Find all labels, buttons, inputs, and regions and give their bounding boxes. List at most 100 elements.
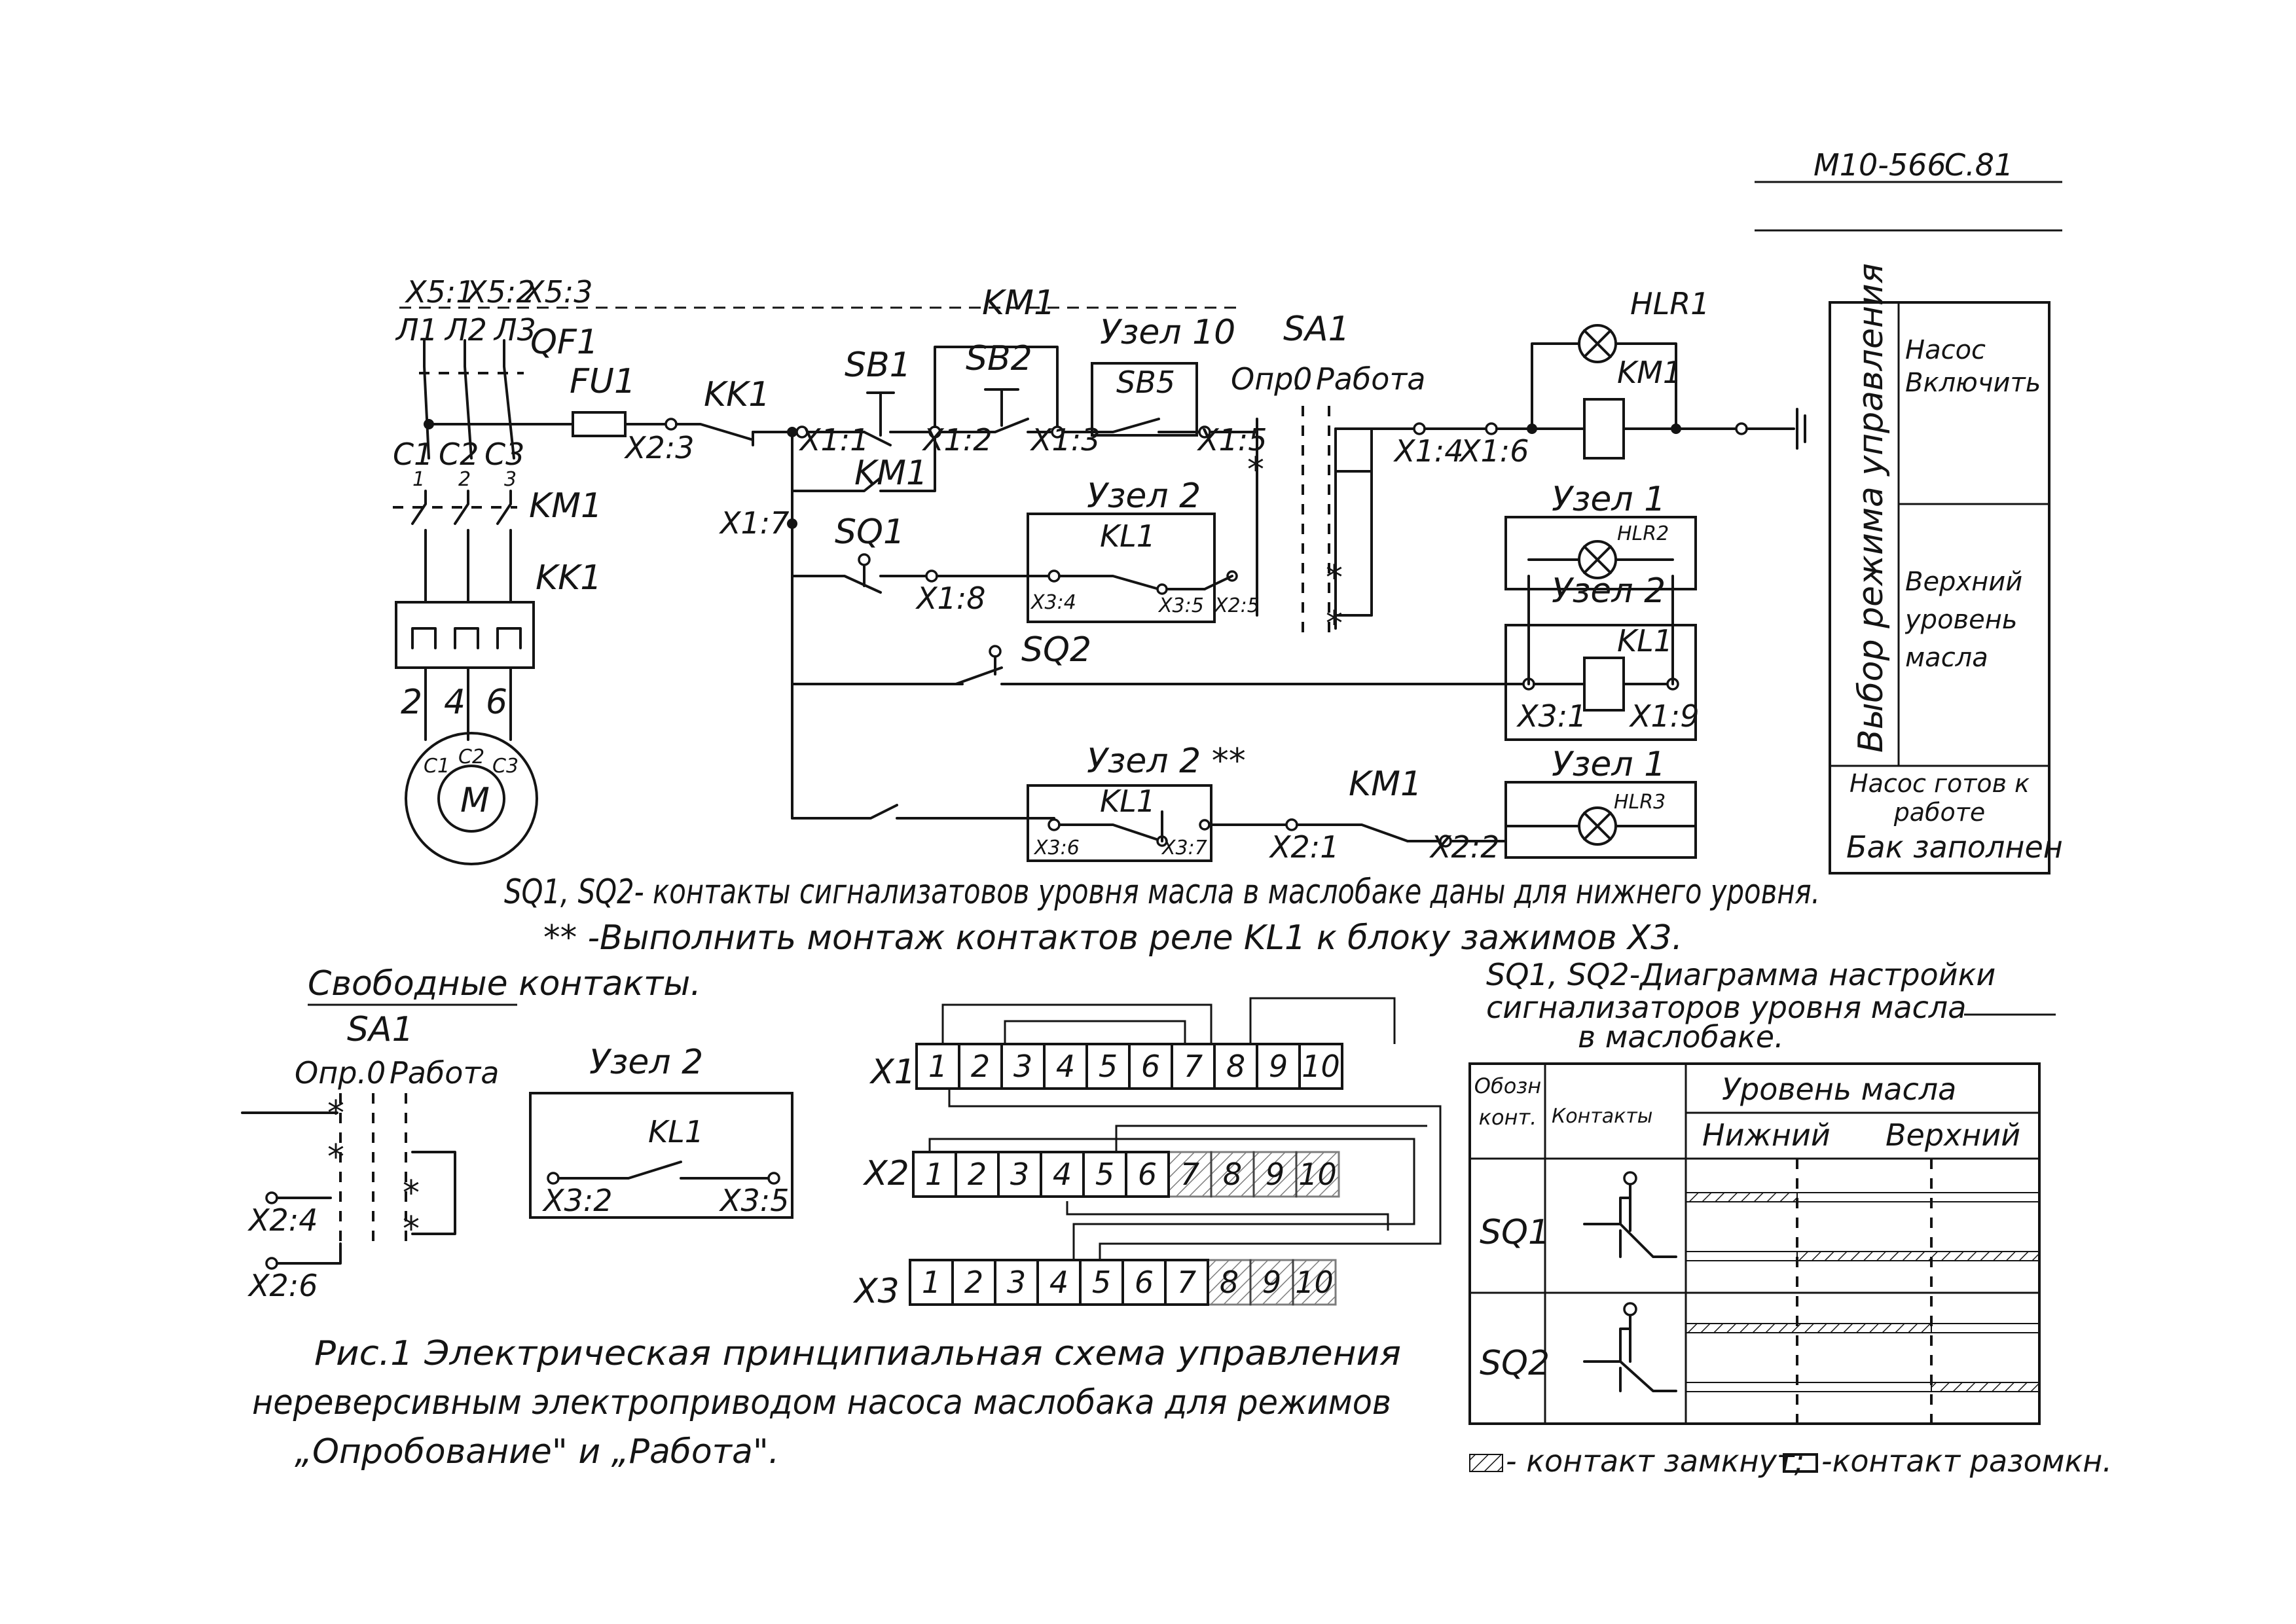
kl1-rung5-label: KL1 xyxy=(1100,784,1156,819)
km1-rung5-label: KM1 xyxy=(1349,765,1422,804)
term-x1-3: X1:3 xyxy=(1030,422,1101,458)
term-x2-1: X2:1 xyxy=(1269,829,1339,865)
term-x3-4: X3:4 xyxy=(1030,591,1076,614)
fc-star-4: * xyxy=(403,1210,420,1249)
legend-closed-swatch xyxy=(1469,1454,1503,1472)
term-2: 2 xyxy=(401,683,422,722)
terminal-number-x1-3: 3 xyxy=(1013,1049,1032,1084)
cap-c3-sub: 3 xyxy=(504,468,517,491)
terminal-number-x1-5: 5 xyxy=(1099,1049,1118,1084)
ld-title-3: в маслобаке. xyxy=(1578,1019,1784,1055)
fc-star-2: * xyxy=(327,1138,344,1177)
terminal-number-x3-5: 5 xyxy=(1092,1265,1111,1300)
caption-line-2: нереверсивным электроприводом насоса мас… xyxy=(252,1383,1391,1422)
term-x1-7: X1:7 xyxy=(719,505,790,541)
term-x1-1: X1:1 xyxy=(799,422,869,458)
term-x1-8: X1:8 xyxy=(915,581,986,616)
sq2-label: SQ2 xyxy=(1021,630,1091,670)
kk1-power-label: KK1 xyxy=(536,558,602,598)
terminal-number-x1-4: 4 xyxy=(1056,1049,1075,1084)
fc-zero: 0 xyxy=(367,1055,386,1091)
fc-x3-5: X3:5 xyxy=(719,1183,790,1218)
sa1-zero: 0 xyxy=(1293,361,1312,397)
terminal-cell-x3-10 xyxy=(1292,1259,1337,1306)
term-x1-5: X1:5 xyxy=(1197,422,1267,458)
control-table: Выбор режима управления Насос Включить В… xyxy=(1829,263,2063,875)
terminal-number-x1-10: 10 xyxy=(1302,1049,1340,1084)
supply-x5-3: X5:3 xyxy=(522,274,593,310)
motor-c1: C1 xyxy=(424,755,450,778)
free-contacts-title: Свободные контакты. xyxy=(308,964,701,1003)
row-tank-full: Бак заполнен xyxy=(1846,829,2063,865)
level-diagram: SQ1, SQ2-Диаграмма настройки сигнализато… xyxy=(1468,957,2112,1479)
ld-row-sq1: SQ1 xyxy=(1480,1213,1550,1252)
title-block: М10-566 С.81 xyxy=(1755,147,2062,232)
terminal-number-x3-2: 2 xyxy=(964,1265,983,1300)
uzel2-star-label: Узел 2 ** xyxy=(1087,742,1246,781)
cap-c3: C3 xyxy=(484,437,524,472)
term-x2-3: X2:3 xyxy=(624,430,695,465)
kl1-coil-label: KL1 xyxy=(1617,623,1673,659)
fc-test: Опр. xyxy=(295,1055,367,1091)
km1-rung2-label: KM1 xyxy=(854,454,928,493)
supply-x5-2: X5:2 xyxy=(465,274,536,310)
caption-line-1: Рис.1 Электрическая принципиальная схема… xyxy=(314,1334,1401,1373)
legend-open-swatch xyxy=(1783,1453,1818,1473)
control-circuit: FU1 X2:3 KK1 X1:1 SB1 X1:2 KM1 SB2 X1:3 … xyxy=(428,283,1806,865)
uzel1-hlr3-label: Узел 1 xyxy=(1552,745,1666,784)
ld-row-sq2: SQ2 xyxy=(1480,1344,1550,1383)
cap-c2-sub: 2 xyxy=(458,468,471,491)
terminal-number-x3-8: 8 xyxy=(1220,1265,1239,1300)
uzel10-label: Узел 10 xyxy=(1100,313,1235,352)
block-x1-label: X1 xyxy=(869,1053,916,1092)
breaker-label: QF1 xyxy=(530,323,598,362)
terminal-number-x2-5: 5 xyxy=(1095,1157,1114,1192)
terminal-number-x2-2: 2 xyxy=(968,1157,987,1192)
sb2-label: SB2 xyxy=(966,339,1032,378)
terminal-number-x3-4: 4 xyxy=(1049,1265,1068,1300)
motor-c2: C2 xyxy=(458,746,484,768)
ld-col-high: Верхний xyxy=(1886,1117,2020,1153)
ld-col-contacts: Контакты xyxy=(1552,1105,1652,1128)
terminal-cell-x1-10 xyxy=(1298,1043,1343,1090)
motor-label: M xyxy=(460,781,490,820)
km1-coil-label: KM1 xyxy=(1617,355,1682,390)
fc-star-1: * xyxy=(327,1094,344,1133)
terminal-number-x3-7: 7 xyxy=(1177,1265,1196,1300)
doc-code: М10-566 xyxy=(1813,147,1946,183)
sq1-label: SQ1 xyxy=(835,513,905,552)
note-2: ** -Выполнить монтаж контактов реле KL1 … xyxy=(543,918,1683,958)
hlr1-label: HLR1 xyxy=(1630,286,1709,321)
term-x2-2: X2:2 xyxy=(1429,829,1500,865)
note-1: SQ1, SQ2- контакты сигнализатовов уровня… xyxy=(504,873,1820,912)
terminal-cell-x2-9 xyxy=(1252,1151,1298,1198)
km1-power-label: KM1 xyxy=(529,486,602,526)
terminal-number-x1-8: 8 xyxy=(1226,1049,1245,1084)
ld-title-1: SQ1, SQ2-Диаграмма настройки xyxy=(1486,957,1995,992)
ld-title-2: сигнализаторов уровня масла xyxy=(1486,990,1966,1025)
fc-x3-2: X3:2 xyxy=(542,1183,613,1218)
term-6: 6 xyxy=(486,683,507,722)
terminal-number-x3-10: 10 xyxy=(1295,1265,1334,1300)
term-x3-7: X3:7 xyxy=(1161,837,1207,859)
term-x3-5: X3:5 xyxy=(1157,594,1204,617)
terminal-number-x2-1: 1 xyxy=(925,1157,944,1192)
hlr3-label: HLR3 xyxy=(1614,791,1666,814)
sa1-work: Работа xyxy=(1316,361,1425,397)
fc-x2-4: X2:4 xyxy=(247,1202,318,1238)
legend-closed: - контакт замкнут; xyxy=(1506,1443,1804,1479)
fc-star-3: * xyxy=(403,1174,420,1213)
terminal-cell-x3-9 xyxy=(1249,1259,1294,1306)
terminal-number-x1-2: 2 xyxy=(971,1049,990,1084)
fc-kl1: KL1 xyxy=(648,1114,704,1149)
sa1-star-3: * xyxy=(1326,604,1343,643)
motor-c3: C3 xyxy=(492,755,519,778)
terminal-cell-x2-8 xyxy=(1210,1151,1255,1198)
sb1-label: SB1 xyxy=(845,346,911,385)
legend-open: -контакт разомкн. xyxy=(1821,1443,2112,1479)
fc-x2-6: X2:6 xyxy=(247,1268,318,1303)
terminal-number-x3-9: 9 xyxy=(1262,1265,1281,1300)
terminal-number-x1-6: 6 xyxy=(1141,1049,1160,1084)
ld-col-low: Нижний xyxy=(1702,1117,1831,1153)
